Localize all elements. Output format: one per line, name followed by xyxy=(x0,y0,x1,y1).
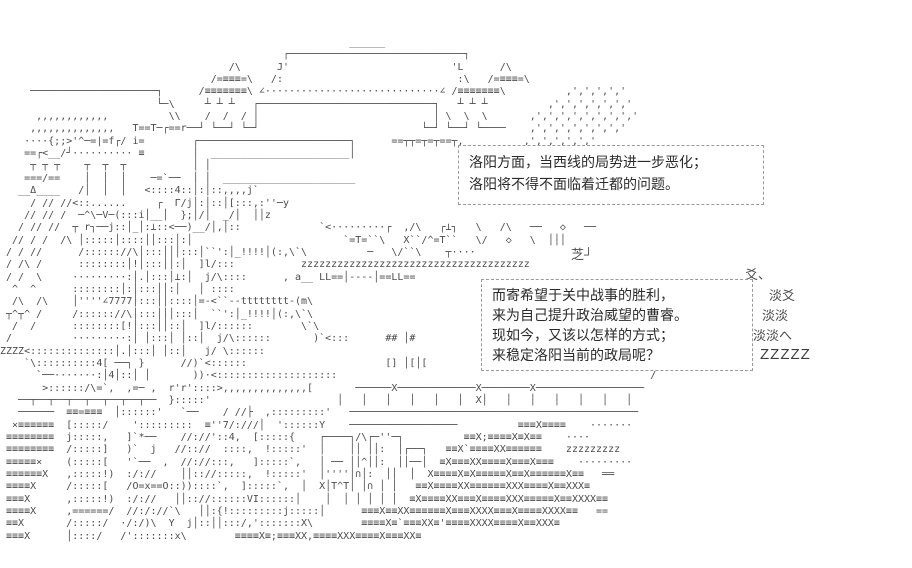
aa-grass-zhi-glyph: 芝┘ xyxy=(571,247,594,262)
dialogue-line: 而寄希望于关中战事的胜利， xyxy=(492,287,674,303)
aa-sleep-zzz-text: ZZZZZ xyxy=(760,346,811,363)
aa-tree-dan-glyph-2: 淡淡 xyxy=(762,308,789,323)
dialogue-line: 来稳定洛阳当前的政局呢？ xyxy=(492,347,660,363)
dialogue-line: 来为自己提升政治威望的曹睿。 xyxy=(492,307,688,323)
dialogue-line: 洛阳方面，当西线的局势进一步恶化； xyxy=(469,154,707,170)
dialogue-box-narration-1: 洛阳方面，当西线的局势进一步恶化； 洛阳将不得不面临着迁都的问题。 xyxy=(458,145,764,205)
aa-tree-dan-glyph-3: 淡淡へ xyxy=(753,328,793,343)
dialogue-line: 洛阳将不得不面临着迁都的问题。 xyxy=(469,176,679,192)
dialogue-box-narration-2: 而寄希望于关中战事的胜利， 来为自己提升政治威望的曹睿。 现如今，又该以怎样的方… xyxy=(481,279,753,371)
aa-tree-yao-glyph: 爻、 xyxy=(745,267,772,282)
aa-tree-dan-glyph-1: 淡爻 xyxy=(769,288,796,303)
dialogue-line: 现如今，又该以怎样的方式； xyxy=(492,327,674,343)
